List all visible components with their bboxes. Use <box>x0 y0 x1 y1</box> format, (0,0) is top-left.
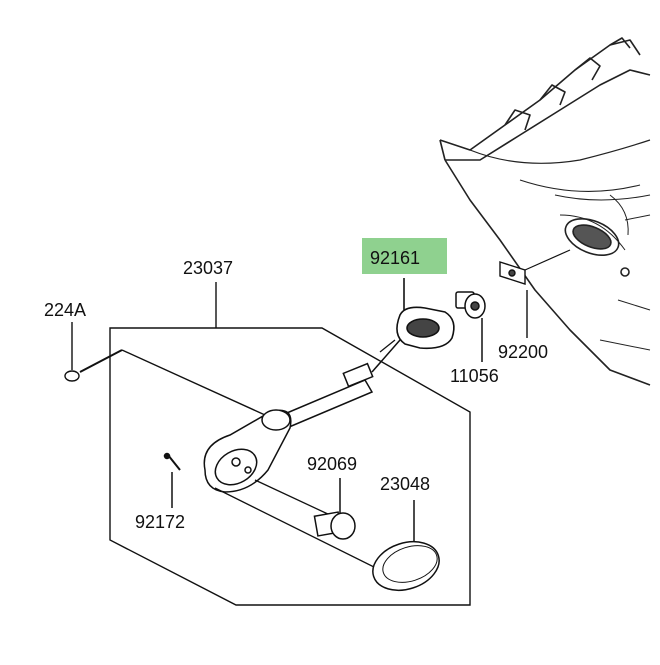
callout-11056: 11056 <box>450 366 499 386</box>
callout-23037: 23037 <box>183 258 233 278</box>
callout-92069: 92069 <box>307 454 357 474</box>
callout-92161[interactable]: 92161 <box>370 248 420 268</box>
grommet-92161 <box>379 278 455 353</box>
screw-92172 <box>163 452 181 508</box>
bulb-92069 <box>313 478 356 540</box>
turn-signal-assembly <box>203 339 401 576</box>
fairing-panel <box>439 37 651 386</box>
callout-92172: 92172 <box>135 512 185 532</box>
screw-224A <box>64 322 266 416</box>
assembly-bracket <box>109 282 471 606</box>
highlight-box <box>362 238 447 274</box>
callout-224A: 224A <box>44 300 86 320</box>
lens-23048 <box>372 500 440 592</box>
callout-92200: 92200 <box>498 342 548 362</box>
nut-11056 <box>455 291 486 362</box>
callout-23048: 23048 <box>380 474 430 494</box>
clamp-92200 <box>499 249 571 338</box>
